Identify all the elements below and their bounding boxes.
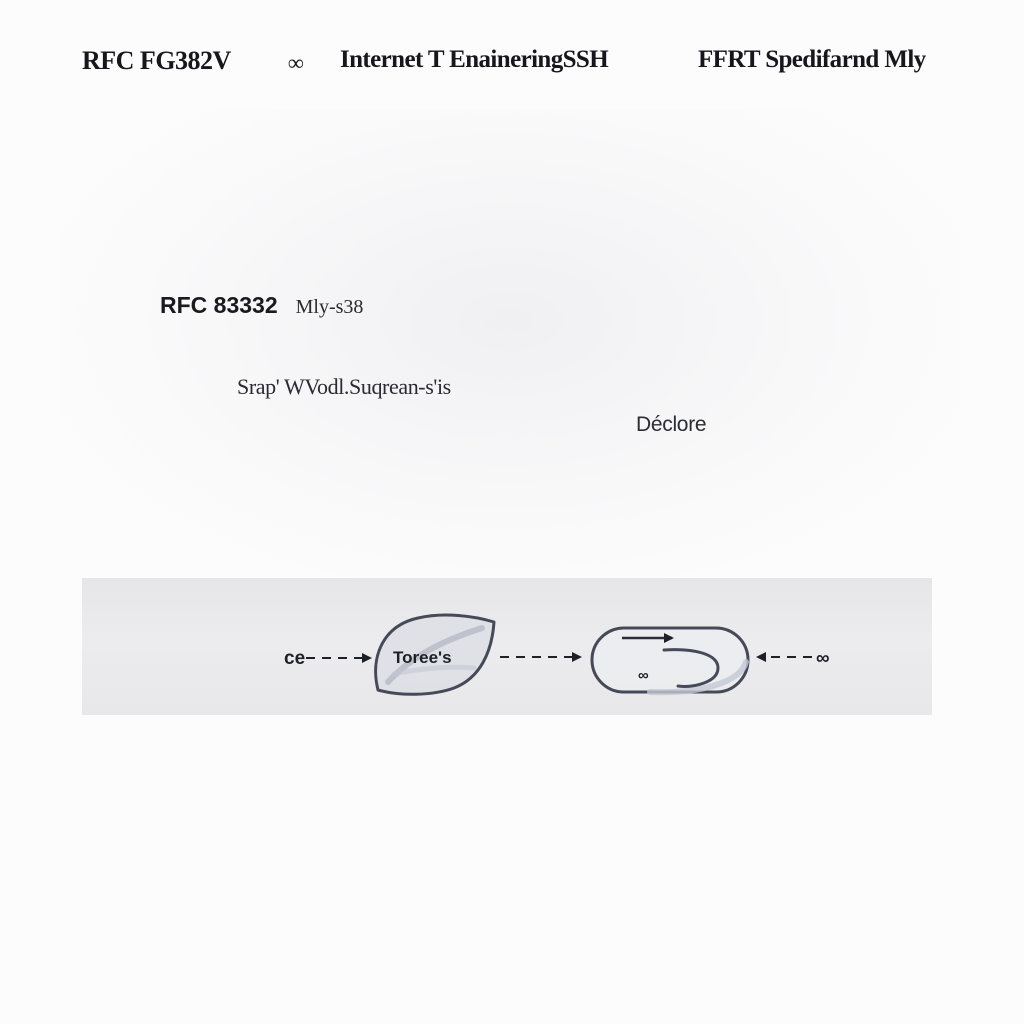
flow-right-endpoint: ∞: [816, 648, 830, 669]
subheading: RFC 83332 Mly-s38: [160, 292, 363, 319]
subheading-date: Mly-s38: [295, 296, 364, 318]
header-separator-icon: ∞: [288, 50, 304, 75]
leaf-node: Toree's: [374, 613, 496, 696]
background-haze: [60, 110, 960, 580]
leaf-node-label: Toree's: [393, 648, 452, 667]
document-header: RFC FG382V ∞ Internet T EnaineringSSH FF…: [0, 40, 1024, 86]
document-category: FFRT Spedifarnd Mly: [698, 46, 926, 73]
organization-name: Internet T EnaineringSSH: [340, 46, 609, 73]
right-label: Déclore: [636, 413, 707, 436]
flow-diagram: ce Toree's ∞ ∞: [284, 613, 830, 696]
capsule-node: ∞: [590, 626, 750, 696]
flow-diagram-band: ce Toree's ∞ ∞: [82, 578, 932, 715]
capsule-node-glyph: ∞: [638, 667, 649, 684]
description-line: Srap' WVodl.Suqrean-s'is: [237, 374, 451, 399]
subheading-rfc-number: RFC 83332: [160, 292, 278, 318]
flow-left-endpoint: ce: [284, 648, 305, 669]
rfc-number: RFC FG382V: [82, 46, 231, 75]
